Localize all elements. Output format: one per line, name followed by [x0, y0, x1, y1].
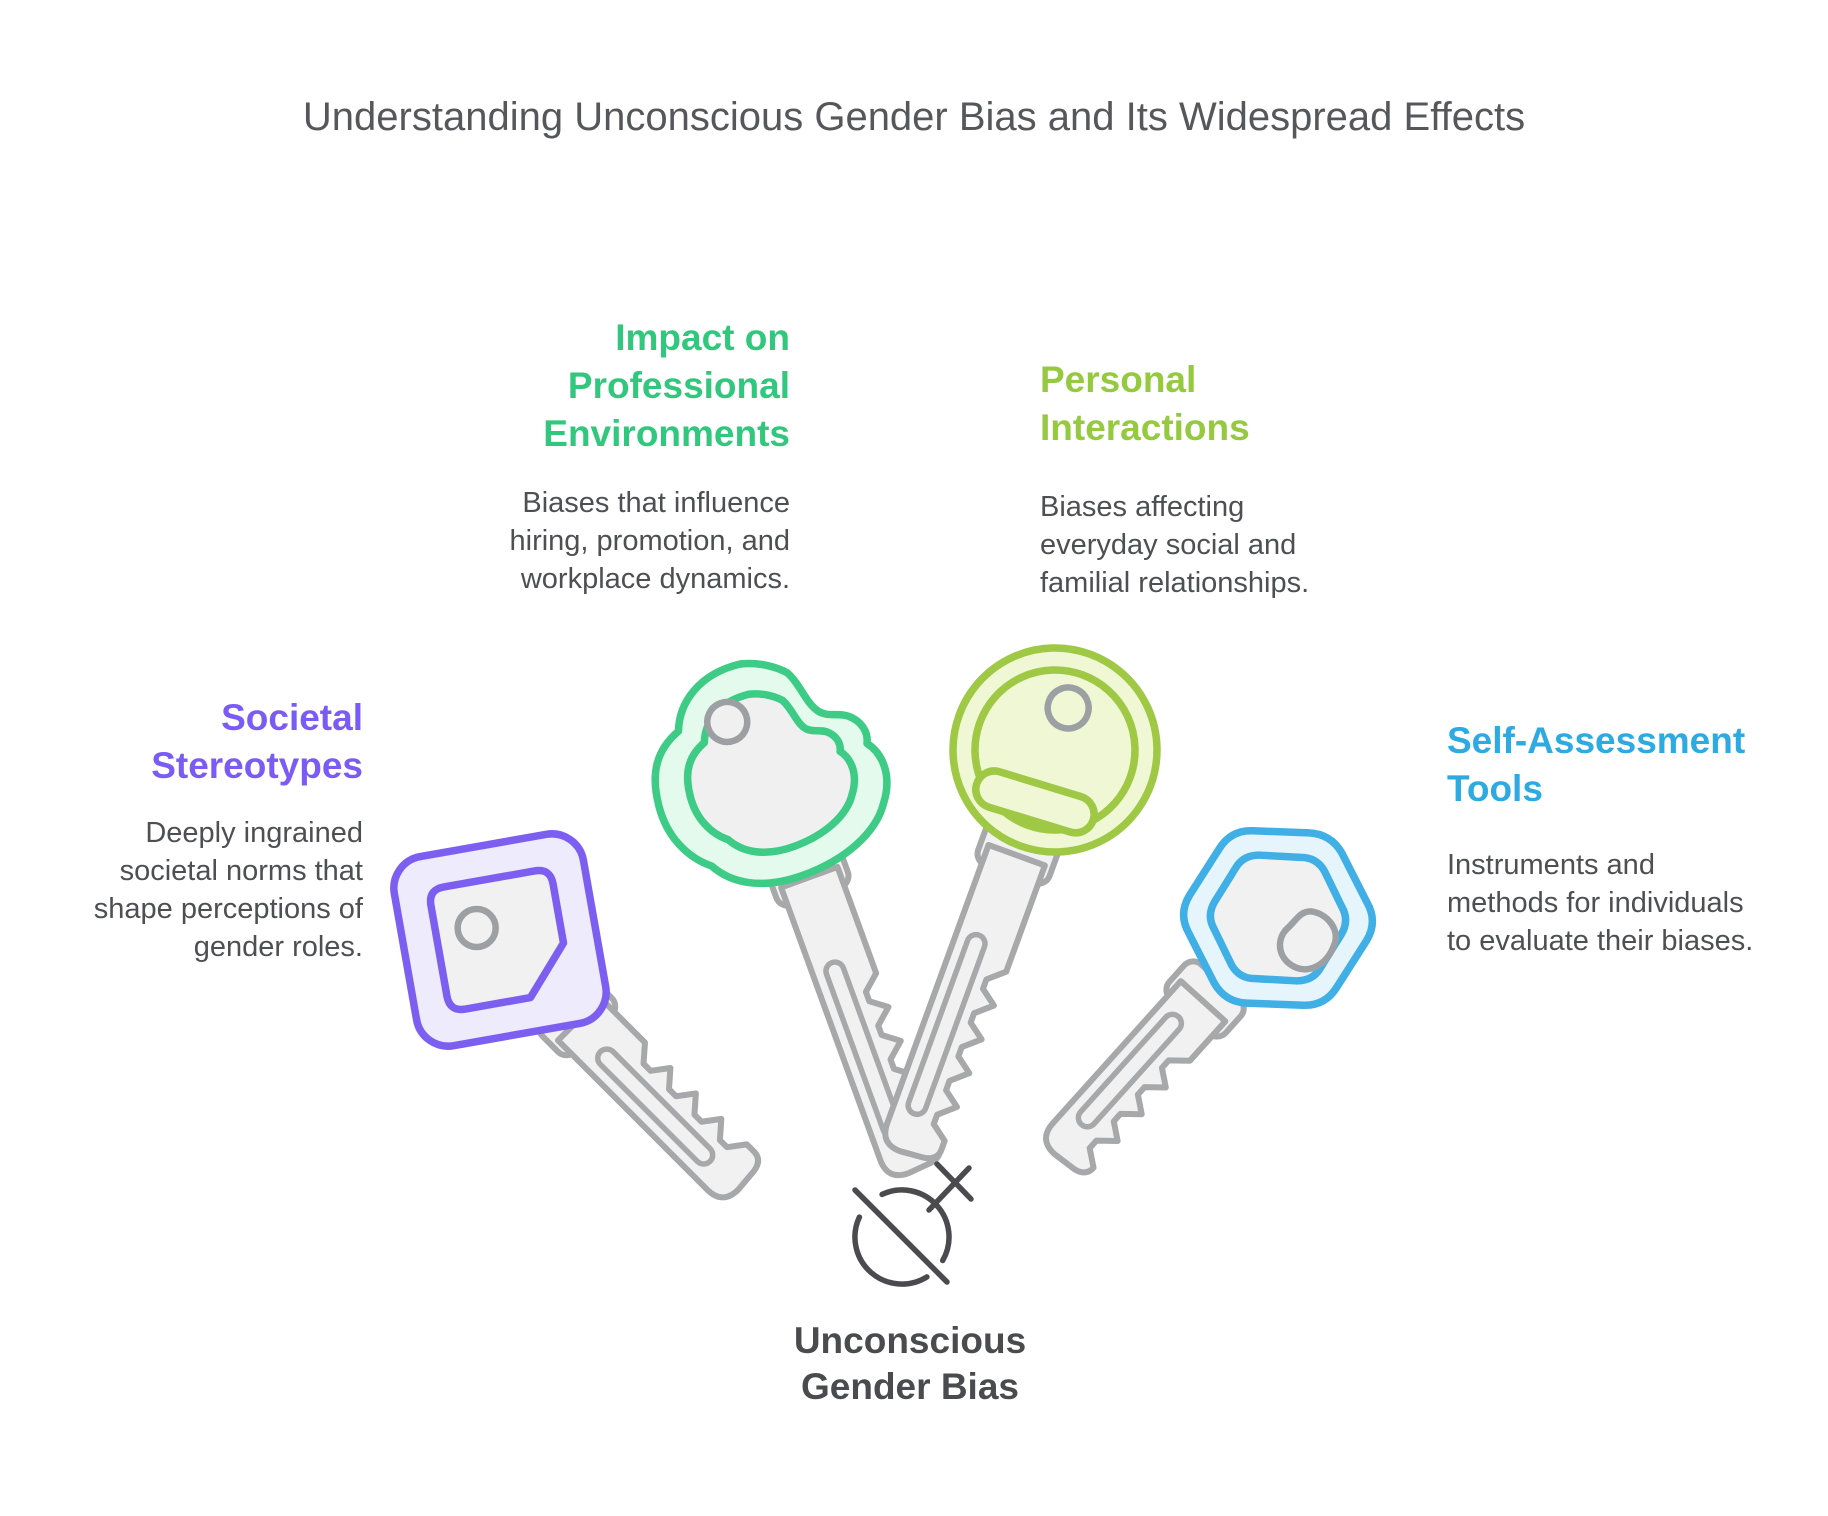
key-self-assessment-tools [1043, 827, 1377, 1176]
section-body: Biases that influence hiring, promotion,… [509, 487, 791, 595]
section-personal-interactions: Personal Interactions Biases affecting e… [1040, 356, 1480, 602]
section-heading: Societal Stereotypes [151, 697, 363, 786]
section-body: Instruments and methods for individuals … [1447, 849, 1754, 957]
section-professional-environments: Impact on Professional Environments Bias… [350, 314, 791, 598]
section-heading: Impact on Professional Environments [543, 317, 790, 454]
section-societal-stereotypes: Societal Stereotypes Deeply ingrained so… [0, 694, 363, 966]
section-body: Biases affecting everyday social and fam… [1040, 491, 1310, 599]
key-personal-interactions [882, 644, 1161, 1162]
section-self-assessment-tools: Self-Assessment Tools Instruments and me… [1447, 717, 1828, 960]
gender-symbol-icon [852, 1161, 974, 1287]
center-label: Unconscious Gender Bias [793, 1320, 1027, 1407]
section-body: Deeply ingrained societal norms that sha… [93, 817, 363, 963]
key-societal-stereotypes [390, 830, 762, 1201]
section-heading: Self-Assessment Tools [1447, 720, 1746, 809]
section-heading: Personal Interactions [1040, 359, 1250, 448]
page-title: Understanding Unconscious Gender Bias an… [302, 95, 1526, 139]
